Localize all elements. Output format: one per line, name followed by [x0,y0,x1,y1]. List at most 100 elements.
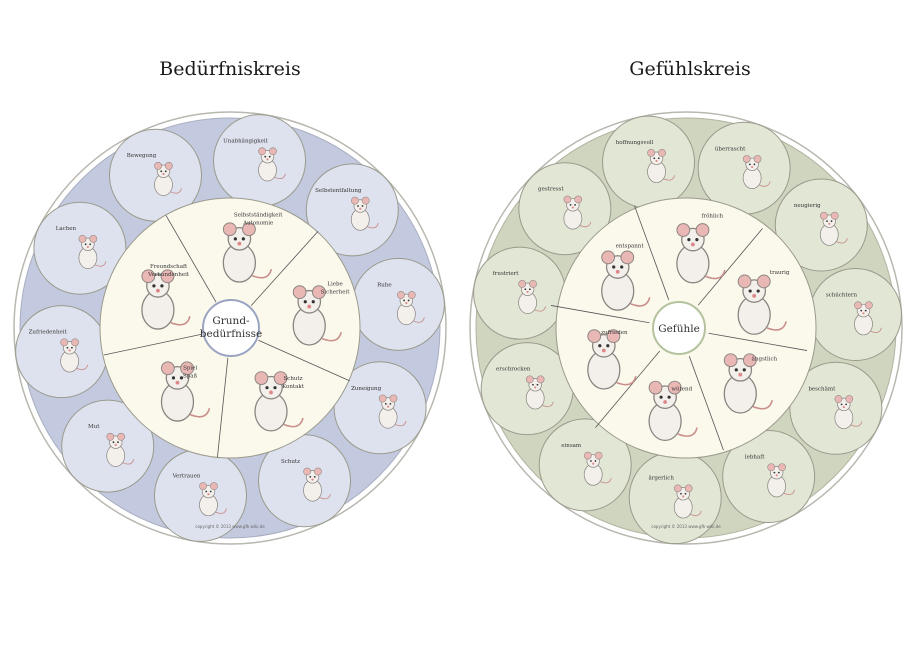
center-label-line2: bedürfnisse [200,328,262,340]
outer-petal: Selbstentfaltung [305,163,399,257]
petal-circle [333,361,427,455]
inner-segment-lines [550,205,808,451]
petal-circle [61,399,155,493]
petal-label: Vertrauen [172,473,201,479]
segment-line [250,231,319,306]
inner-label: Selbstständigkeit [234,212,283,218]
outer-petals: überrascht neugierig schüchtern beschämt leb… [473,115,902,545]
inner-label: traurig [770,270,790,276]
petal-label: Ruhe [377,282,391,288]
copyright-left: copyright © 2013 www.gfk-wiki.de [195,524,265,529]
segment-line [165,215,217,303]
segment-line [217,357,229,458]
petal-circle [213,114,307,208]
outer-petal: frustriert [473,246,567,340]
segment-line [550,305,650,324]
petal-circle [538,418,632,512]
center-label-line1: Grund- [212,315,250,327]
outer-petal: hoffnungsvoll [602,115,696,209]
petal-label: lebhaft [745,455,765,461]
inner-label: Autonomie [242,220,273,226]
inner-label: ängstlich [752,357,778,363]
outer-petal: neugierig [774,178,868,272]
copyright-right: copyright © 2013 www.gfk-wiki.de [651,524,721,529]
outer-petal: Lachen [33,201,127,295]
petal-circle [305,163,399,257]
petal-label: frustriert [493,271,520,277]
petal-label: neugierig [794,203,821,209]
center-hub [652,301,706,355]
segment-line [258,339,350,382]
petal-circle [774,178,868,272]
outer-petal: beschämt [789,361,883,455]
petal-label: überrascht [715,146,746,152]
outer-petal: Ruhe [351,257,445,351]
petal-circle [518,162,612,256]
inner-label: Sicherheit [321,290,351,296]
petal-label: Zufriedenheit [29,330,68,336]
segment-line [634,205,670,300]
inner-label: wütend [671,387,692,393]
petal-circle [789,361,883,455]
petal-circle [33,201,127,295]
center-label: Gefühle [658,323,700,335]
petal-circle [15,305,109,399]
petal-circle [602,115,696,209]
petal-label: Bewegung [127,153,157,159]
petal-label: schüchtern [826,293,858,299]
inner-label: fröhlich [701,213,723,219]
outer-petal: Mut [61,399,155,493]
inner-label: Spaß [183,373,198,379]
petal-label: hoffnungsvoll [616,140,654,146]
outer-petal: gestresst [518,162,612,256]
gefuehlskreis-wheel: überrascht neugierig schüchtern beschämt leb… [469,111,903,545]
outer-petals: UnabhängigkeitSelbstentfaltungRuheZuneig… [15,114,445,542]
segment-line [595,350,661,428]
outer-petal: schüchtern [808,268,902,362]
petal-label: einsam [561,443,582,449]
title-beduerfniskreis: Bedürfniskreis [159,58,301,80]
inner-label: Freundschaft [150,264,188,270]
outer-petal: lebhaft [722,430,816,524]
petal-circle [722,430,816,524]
inner-illustrations: SelbstständigkeitAutonomieLiebeSicherhei… [141,212,351,432]
petal-label: Zuneigung [351,386,382,392]
petal-label: Schutz [281,459,300,465]
inner-illustrations: fröhlich traurig ängstlich wütend zufrieden e… [587,213,790,442]
petal-label: erschrocken [496,367,531,373]
segment-line [688,356,724,451]
petal-label: Selbstentfaltung [315,188,362,194]
petal-label: Mut [88,424,100,430]
segment-line [697,228,763,306]
outer-petal: einsam [538,418,632,512]
petal-label: Unabhängigkeit [223,139,268,145]
outer-petal: Zufriedenheit [15,305,109,399]
outer-petal: überrascht [697,121,791,215]
inner-label: Spiel [183,365,197,371]
inner-label: Kontakt [282,384,305,390]
outer-petal: Zuneigung [333,361,427,455]
petal-label: Lachen [56,226,77,232]
petal-circle [473,246,567,340]
beduerfniskreis-wheel: UnabhängigkeitSelbstentfaltungRuheZuneig… [13,111,447,545]
inner-label: entspannt [616,243,645,249]
center-hub [202,299,260,357]
inner-label: zufrieden [601,330,628,336]
petal-label: beschämt [808,386,836,392]
petal-circle [808,268,902,362]
petal-circle [351,257,445,351]
inner-label: Schutz [283,376,302,382]
inner-label: Liebe [327,282,342,288]
petal-circle [628,451,722,545]
segment-line [708,332,808,351]
outer-petal: erschrocken [480,342,574,436]
inner-segment-lines [103,215,350,458]
segment-line [103,333,202,356]
inner-label: Verbundenheit [147,272,190,278]
petal-label: ärgerlich [648,476,674,482]
outer-petal: ärgerlich [628,451,722,545]
petal-label: gestresst [538,187,564,193]
title-gefuehlskreis: Gefühlskreis [629,58,751,80]
outer-petal: Unabhängigkeit [213,114,307,208]
